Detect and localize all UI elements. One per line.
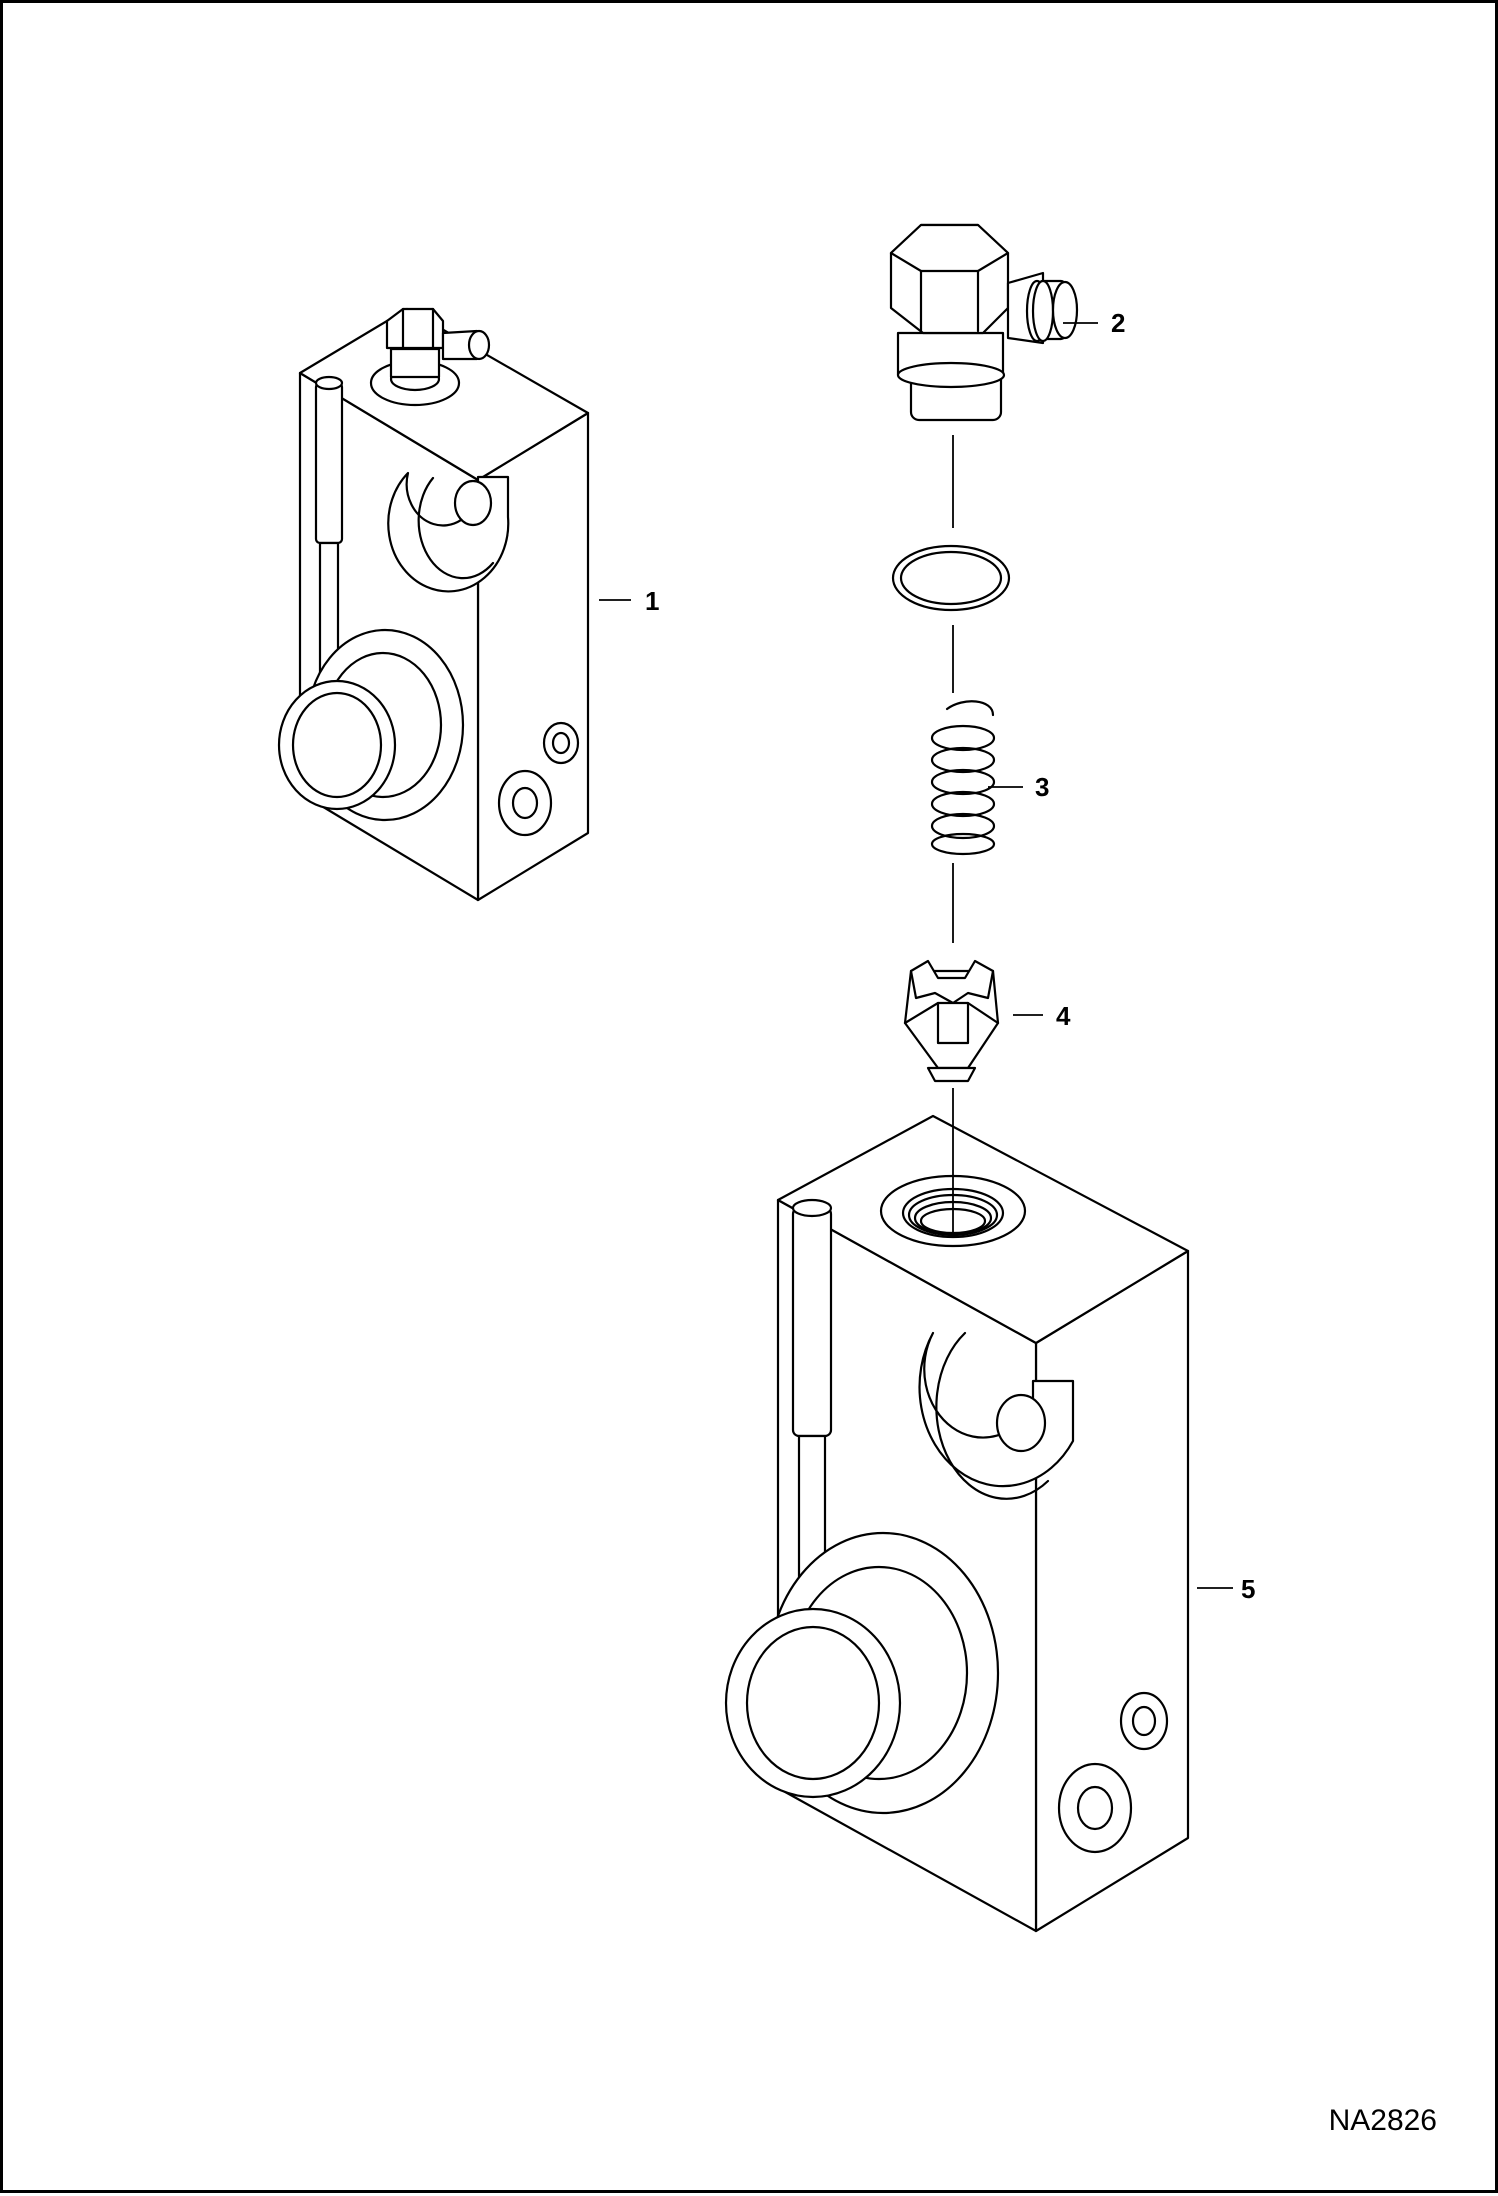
callout-2: 2: [1111, 308, 1126, 338]
callout-5: 5: [1241, 1574, 1256, 1604]
valve-body-part: [724, 1114, 1190, 1933]
elbow-fitting-part: [889, 223, 1079, 422]
drawing-number: NA2826: [1328, 2104, 1437, 2137]
exploded-parts-diagram: [277, 223, 1233, 1933]
callout-4: 4: [1056, 1001, 1071, 1031]
assembled-valve-part: [277, 307, 590, 902]
poppet-part: [903, 959, 1000, 1083]
leader-lines: [599, 322, 1233, 1589]
spring-part: [930, 700, 996, 856]
o-ring-part: [891, 544, 1011, 612]
callout-1: 1: [645, 586, 660, 616]
callout-3: 3: [1035, 772, 1050, 802]
